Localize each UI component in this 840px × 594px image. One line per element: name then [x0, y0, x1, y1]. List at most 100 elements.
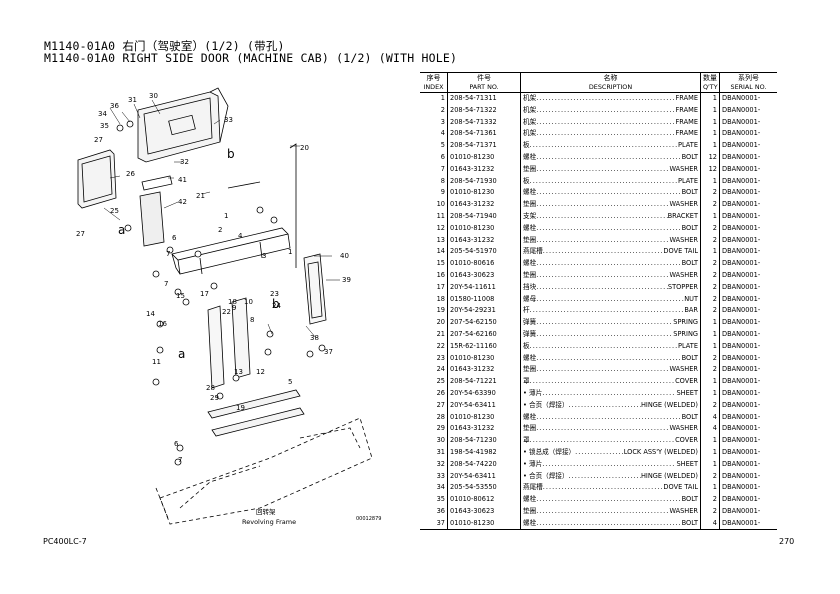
row-description: 螺母......................................…	[520, 293, 701, 306]
row-description-en: HINGE (WELDED)	[640, 471, 698, 480]
row-part-number: 15R-62-11160	[447, 340, 521, 353]
row-serial: DBAN0001-	[722, 282, 761, 291]
row-serial: DBAN0001-	[722, 211, 761, 220]
callout-18: 18	[228, 298, 237, 306]
row-serial: DBAN0001-	[722, 329, 761, 338]
row-quantity: 2	[700, 187, 720, 200]
row-serial: DBAN0001-	[722, 400, 761, 409]
row-leader-dots: ........................................…	[536, 129, 676, 138]
row-description-cn: 弹簧	[523, 329, 537, 338]
row-quantity: 1	[700, 210, 720, 223]
row-serial: DBAN0001-	[722, 483, 761, 492]
row-leader-dots: ........................................…	[542, 388, 676, 397]
row-index: 19	[420, 305, 448, 318]
row-leader-dots: ........................................…	[568, 471, 641, 480]
row-description: 板.......................................…	[520, 175, 701, 188]
row-description-en: BOLT	[681, 188, 698, 197]
row-serial: DBAN0001-	[722, 164, 761, 173]
row-quantity: 2	[700, 494, 720, 506]
page-title-cn: M1140-01A0 右门（驾驶室）(1/2) (带孔)	[44, 39, 285, 53]
row-description-cn: 燕尾槽	[523, 247, 543, 256]
row-leader-dots: ........................................…	[536, 495, 682, 504]
callout-b-upper: b	[227, 147, 235, 161]
row-quantity: 2	[700, 505, 720, 518]
callout-10: 10	[244, 298, 253, 306]
row-serial: DBAN0001-	[722, 436, 761, 445]
row-index: 21	[420, 328, 448, 341]
row-description: 挡块......................................…	[520, 281, 701, 294]
callout-34: 34	[98, 110, 107, 118]
row-index: 2	[420, 104, 448, 117]
row-part-number: 20Y-54-63411	[447, 470, 521, 483]
row-quantity: 2	[700, 258, 720, 270]
callout-40: 40	[340, 252, 349, 260]
row-leader-dots: ........................................…	[536, 518, 682, 527]
row-description: 垫圈......................................…	[520, 364, 701, 377]
row-description-cn: 罩	[523, 377, 530, 386]
diagram-caption-cn: 回转架	[256, 507, 276, 516]
row-description-cn: 螺栓	[523, 259, 537, 268]
row-quantity: 1	[700, 128, 720, 141]
callout-20: 20	[300, 144, 309, 152]
callout-1: 1	[224, 212, 228, 220]
row-description-en: HINGE (WELDED)	[640, 400, 698, 409]
row-description-cn: 弹簧	[523, 318, 537, 327]
table-header-en: INDEX PART NO. DESCRIPTION Q'TY SERIAL N…	[420, 83, 777, 93]
row-part-number: 01010-80612	[447, 494, 521, 506]
row-part-number: 01010-81230	[447, 411, 521, 424]
row-part-number: 205-54-51970	[447, 246, 521, 259]
row-description: • 薄片....................................…	[520, 458, 701, 471]
callout-17: 17	[200, 290, 209, 298]
row-description: 支架......................................…	[520, 210, 701, 223]
row-part-number: 208-54-74220	[447, 458, 521, 471]
row-description-en: BOLT	[681, 353, 698, 362]
row-index: 36	[420, 505, 448, 518]
row-part-number: 01643-30623	[447, 269, 521, 282]
row-part-number: 205-54-53550	[447, 482, 521, 495]
row-index: 30	[420, 435, 448, 447]
row-leader-dots: ........................................…	[536, 282, 668, 291]
row-serial: DBAN0001-	[722, 105, 761, 114]
row-part-number: 208-54-71930	[447, 175, 521, 188]
row-part-number: 01643-31232	[447, 199, 521, 211]
row-leader-dots: ........................................…	[536, 365, 670, 374]
row-description-en: BOLT	[681, 518, 698, 527]
row-description-cn: 螺栓	[523, 188, 537, 197]
row-description: 机架......................................…	[520, 92, 701, 105]
header-index-cn: 序号	[420, 72, 448, 83]
row-description: 螺栓......................................…	[520, 187, 701, 200]
row-index: 6	[420, 151, 448, 164]
callout-4: 4	[238, 232, 243, 240]
callout-41: 41	[178, 176, 187, 184]
row-index: 28	[420, 411, 448, 424]
row-quantity: 12	[700, 163, 720, 176]
row-index: 17	[420, 281, 448, 294]
callout-16: 16	[158, 320, 167, 328]
row-serial: DBAN0001-	[722, 388, 761, 397]
row-leader-dots: ........................................…	[536, 94, 676, 102]
row-description: 燕尾槽.....................................…	[520, 246, 701, 259]
callout-39: 39	[342, 276, 351, 284]
row-part-number: 20Y-54-29231	[447, 305, 521, 318]
row-description-en: FRAME	[675, 129, 698, 138]
row-serial: DBAN0001-	[722, 412, 761, 421]
row-description-en: BOLT	[681, 223, 698, 232]
row-description-en: WASHER	[669, 270, 698, 279]
row-leader-dots: ........................................…	[536, 329, 673, 338]
callout-31: 31	[128, 96, 137, 104]
row-leader-dots: ........................................…	[529, 377, 676, 386]
row-description: 罩.......................................…	[520, 376, 701, 388]
row-quantity: 1	[700, 376, 720, 388]
